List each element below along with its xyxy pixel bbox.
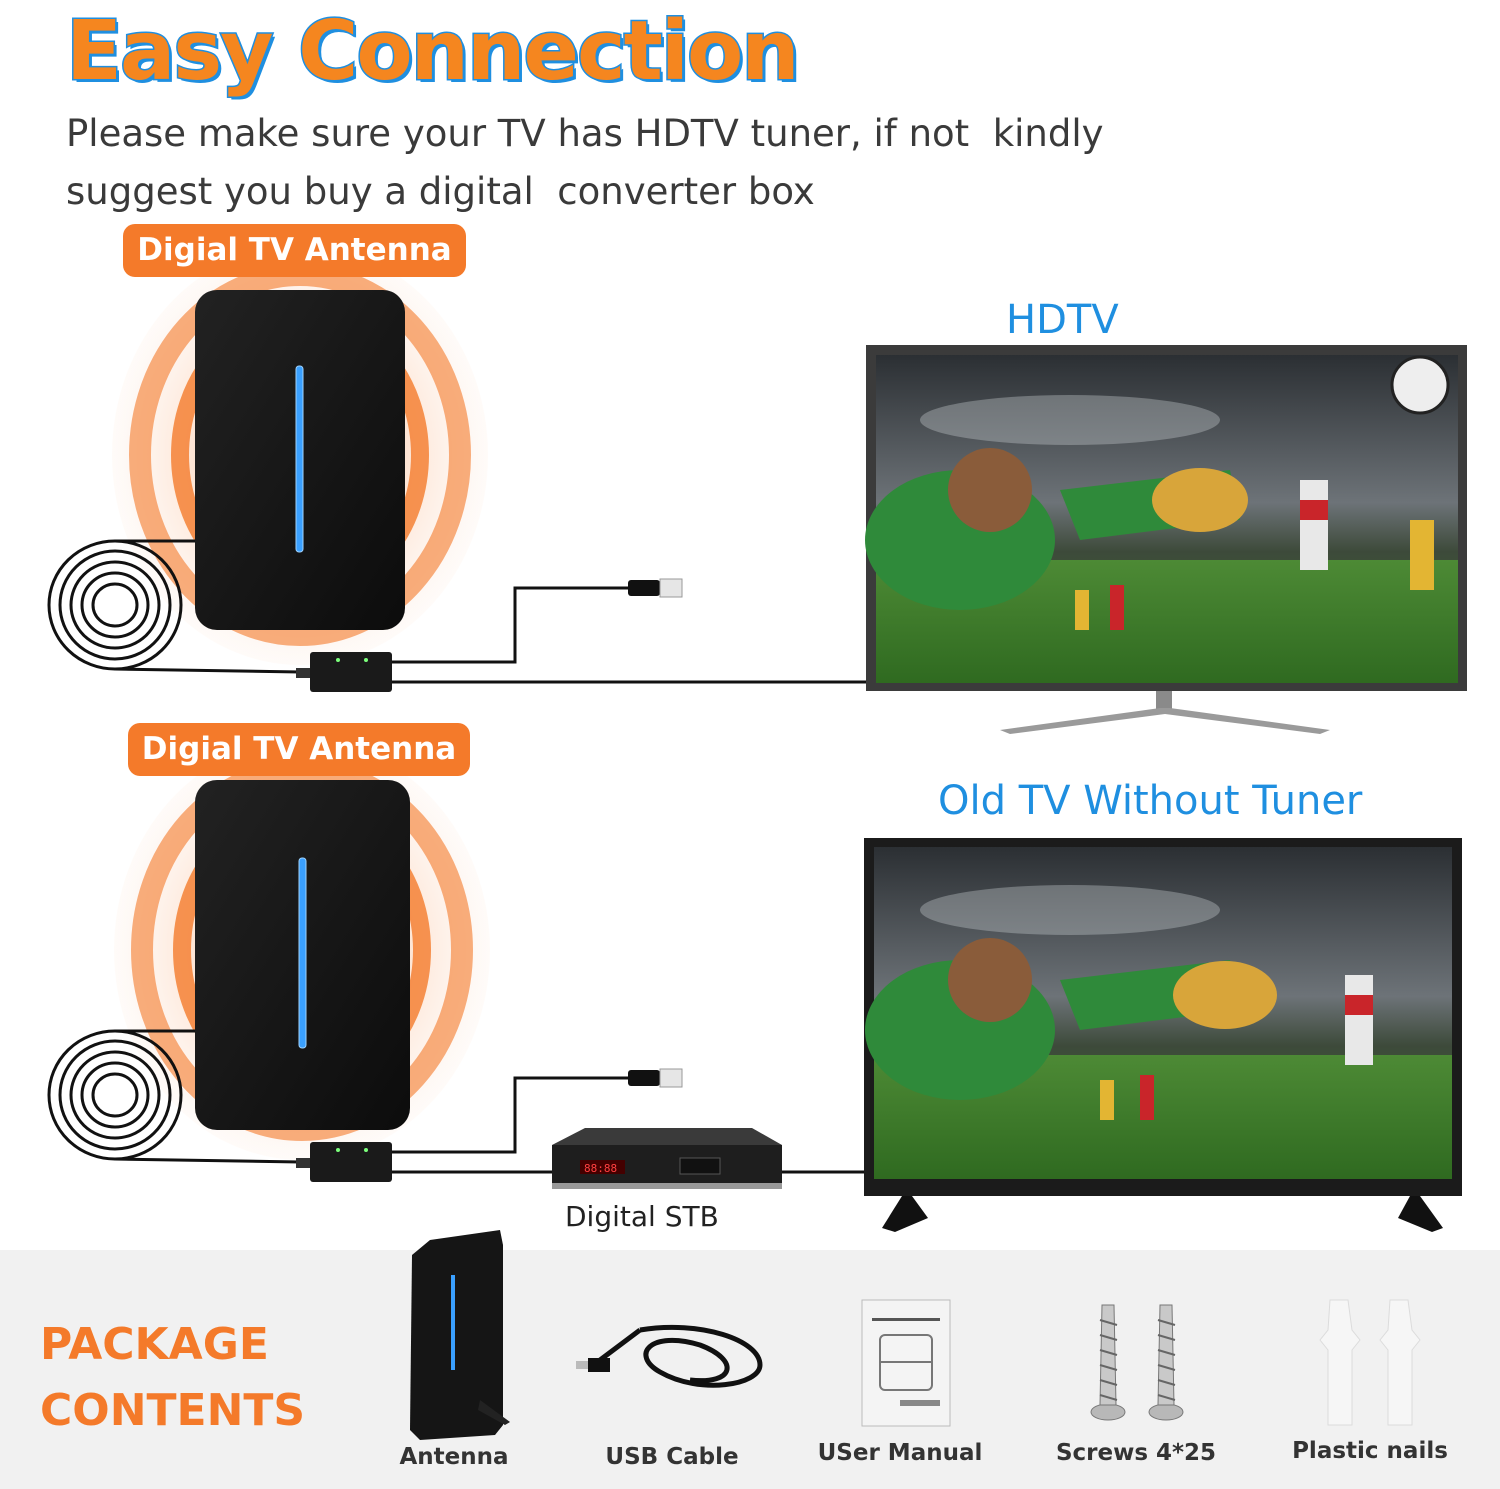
cables-1 xyxy=(392,586,866,684)
plastic-nails-icon xyxy=(1319,1299,1421,1426)
package-item-plastic-nails-label: Plastic nails xyxy=(1292,1438,1448,1464)
digital-stb-box: 88:88 xyxy=(552,1128,782,1189)
subtitle-line-2: suggest you buy a digital converter box xyxy=(66,170,815,213)
package-contents-band xyxy=(0,1250,1500,1489)
package-item-antenna-label: Antenna xyxy=(399,1444,509,1470)
package-item-screws-label: Screws 4*25 xyxy=(1055,1440,1217,1466)
hdtv-group xyxy=(865,345,1467,734)
package-title-line-1: PACKAGE xyxy=(40,1319,269,1370)
svg-text:88:88: 88:88 xyxy=(584,1162,617,1175)
antenna-1-group xyxy=(47,245,866,692)
antenna-2-group xyxy=(47,740,866,1182)
package-title-line-2: CONTENTS xyxy=(40,1385,306,1436)
hdtv-label: HDTV xyxy=(1006,297,1119,343)
antenna-icon xyxy=(410,1230,510,1440)
package-item-usb-cable-label: USB Cable xyxy=(605,1444,739,1470)
antenna-2-led xyxy=(298,857,307,1049)
amplifier-1 xyxy=(310,652,392,692)
screws-icon xyxy=(1090,1304,1184,1421)
old-tv-group xyxy=(864,838,1462,1232)
manual-icon xyxy=(861,1299,951,1427)
antenna-1-label: Digial TV Antenna xyxy=(123,224,466,277)
antenna-2-label: Digial TV Antenna xyxy=(128,723,470,776)
usb-plug-2 xyxy=(628,1068,683,1088)
subtitle-line-1: Please make sure your TV has HDTV tuner,… xyxy=(66,112,1104,155)
package-contents-title: PACKAGE CONTENTS xyxy=(40,1312,305,1444)
usb-cable-icon xyxy=(576,1324,763,1388)
usb-plug-1 xyxy=(628,578,683,598)
stb-label: Digital STB xyxy=(565,1200,719,1233)
coiled-cable-1 xyxy=(47,539,301,674)
coiled-cable-2 xyxy=(47,1029,301,1164)
antenna-1-led xyxy=(295,365,304,553)
amplifier-2 xyxy=(310,1142,392,1182)
package-item-user-manual-label: USer Manual xyxy=(817,1440,983,1466)
page-title: Easy Connection xyxy=(65,3,802,101)
old-tv-label: Old TV Without Tuner xyxy=(938,778,1363,824)
cables-2 xyxy=(392,1076,866,1174)
